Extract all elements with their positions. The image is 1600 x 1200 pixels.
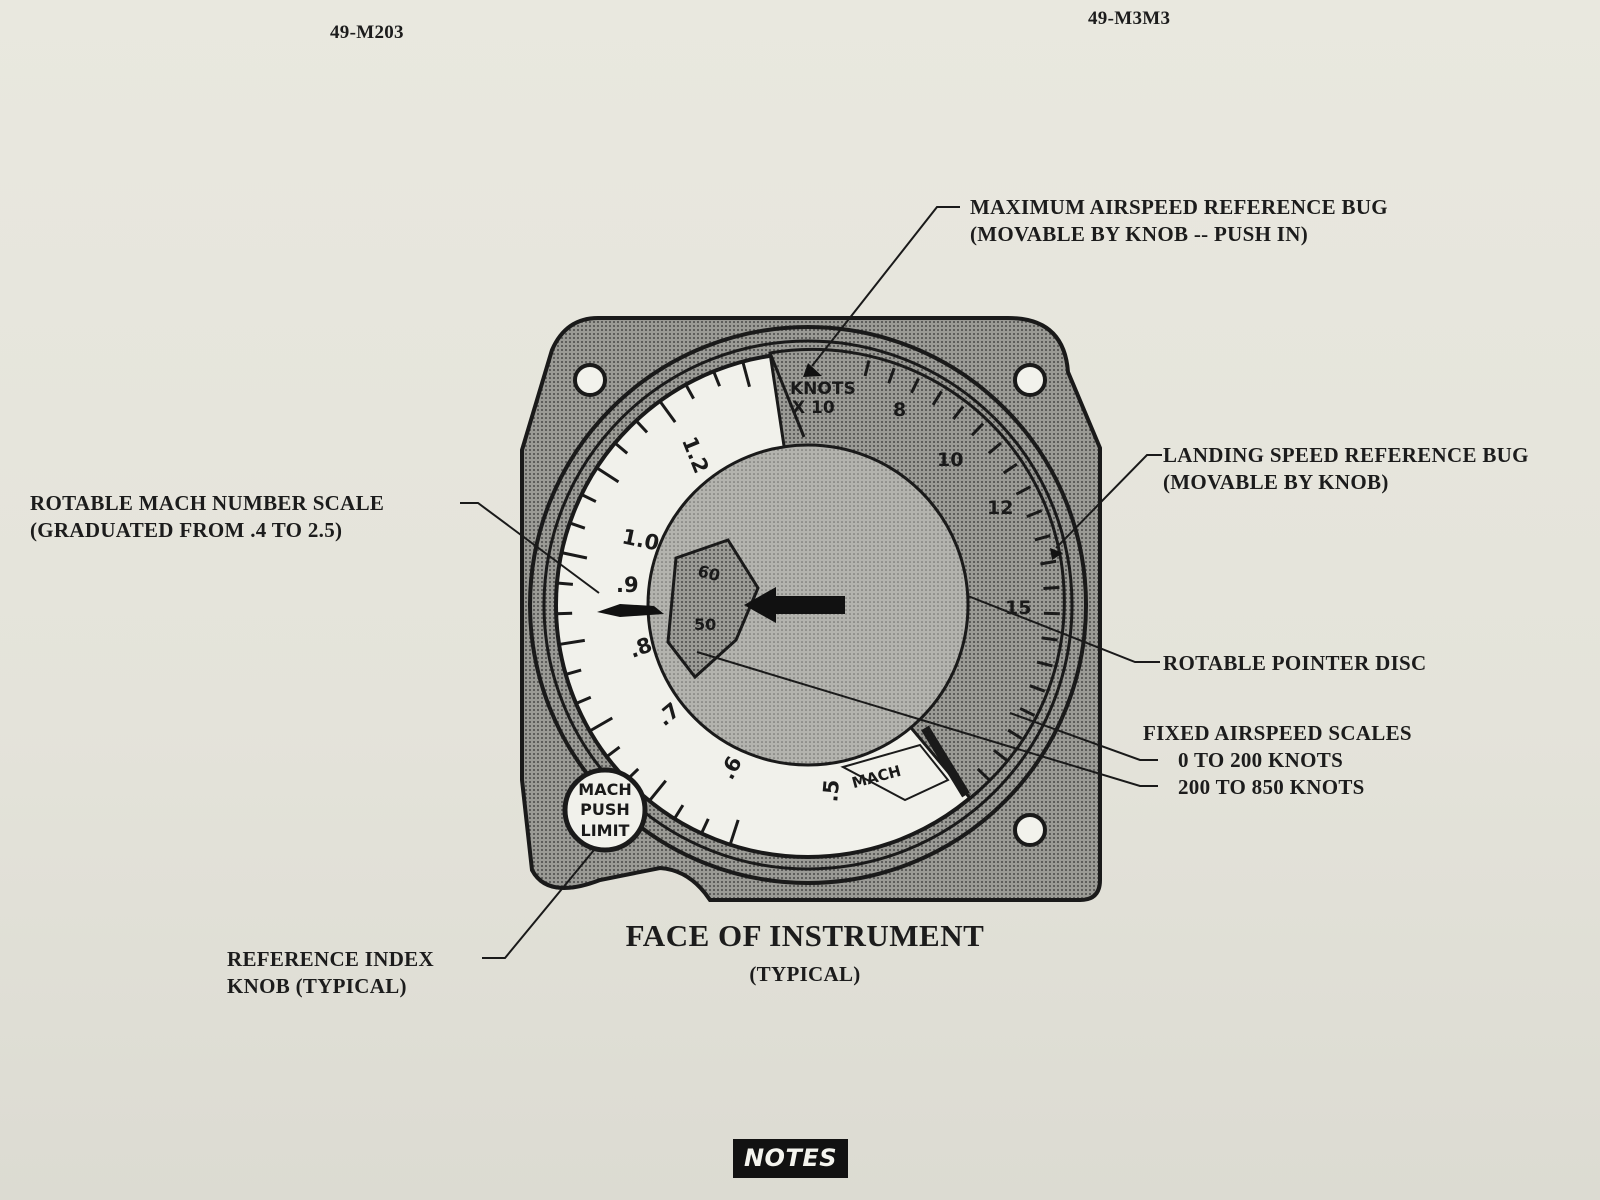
knob-label-push: PUSH: [580, 800, 630, 819]
tick-mark: [1036, 660, 1053, 668]
header-code-left: 49-M203: [330, 22, 404, 43]
callout-max-airspeed-bug-l1: MAXIMUM AIRSPEED REFERENCE BUG: [970, 195, 1388, 219]
tick-mark: [613, 441, 629, 455]
tick-mark: [952, 405, 965, 420]
figure-title: FACE OF INSTRUMENT: [625, 918, 985, 953]
tick-mark: [1041, 636, 1058, 642]
tick-mark: [589, 716, 614, 733]
tick-mark: [635, 419, 649, 434]
callout-pointer-disc: ROTABLE POINTER DISC: [1163, 651, 1427, 675]
tick-mark: [575, 695, 592, 705]
dial-tick-marks: [556, 360, 1060, 846]
tick-mark: [863, 360, 871, 377]
mach-num-0-9: .9: [616, 573, 639, 597]
tick-mark: [987, 441, 1003, 455]
mounting-hole-tl: [573, 363, 607, 397]
figure-subtitle: (TYPICAL): [749, 962, 861, 986]
callout-fixed-scales-title: FIXED AIRSPEED SCALES: [1143, 721, 1412, 745]
tick-mark: [569, 521, 586, 530]
mounting-hole-tr: [1013, 363, 1047, 397]
tick-mark: [970, 422, 985, 437]
callout-max-airspeed-bug-l2: (MOVABLE BY KNOB -- PUSH IN): [970, 222, 1309, 246]
tick-mark: [595, 466, 620, 484]
tick-mark: [580, 493, 597, 503]
notes-label: NOTES: [733, 1139, 848, 1178]
tick-mark: [1019, 707, 1036, 717]
tick-mark: [1007, 728, 1023, 740]
tick-mark: [1034, 534, 1051, 542]
tick-mark: [993, 749, 1008, 762]
tick-mark: [561, 551, 588, 560]
callout-fixed-scales-low: 0 TO 200 KNOTS: [1178, 748, 1344, 772]
tick-mark: [910, 377, 920, 394]
callout-leader-lines: [460, 206, 1162, 959]
tick-mark: [556, 581, 574, 586]
tick-mark: [558, 638, 586, 646]
tick-mark: [931, 390, 943, 406]
tick-mark: [1029, 684, 1046, 693]
tick-mark: [728, 819, 740, 846]
tick-mark: [1040, 559, 1057, 566]
knob-label-limit: LIMIT: [581, 821, 630, 840]
tick-mark: [712, 370, 721, 387]
tick-mark: [887, 367, 896, 384]
callout-landing-bug-l1: LANDING SPEED REFERENCE BUG: [1163, 443, 1529, 467]
tick-mark: [1043, 585, 1060, 591]
callout-fixed-scales-high: 200 TO 850 KNOTS: [1178, 775, 1365, 799]
tick-mark: [1043, 611, 1060, 616]
knots-multiplier: X 10: [792, 398, 835, 418]
tick-mark: [673, 804, 685, 820]
knob-label-mach: MACH: [578, 780, 631, 799]
callout-landing-bug-l2: (MOVABLE BY KNOB): [1163, 470, 1389, 494]
tick-mark: [556, 611, 573, 616]
tick-mark: [1015, 485, 1032, 496]
header-code-right: 49-M3M3: [1088, 8, 1171, 29]
tick-mark: [700, 818, 710, 835]
knots-label: KNOTS: [790, 379, 856, 399]
outer-num-10: 10: [937, 449, 963, 471]
landing-speed-bug: [1050, 548, 1063, 560]
tick-mark: [565, 668, 582, 676]
main-pointer: [744, 587, 845, 623]
tick-mark: [1026, 509, 1043, 518]
tick-mark: [648, 779, 667, 802]
outer-num-12: 12: [987, 497, 1013, 519]
tick-mark: [976, 767, 991, 782]
callout-mach-scale-l1: ROTABLE MACH NUMBER SCALE: [30, 491, 385, 515]
tick-mark: [741, 361, 751, 388]
callout-ref-knob-l2: KNOB (TYPICAL): [227, 974, 407, 998]
tick-mark: [605, 745, 621, 758]
tick-mark: [684, 383, 695, 400]
mach-num-0-5: .5: [818, 778, 844, 803]
callout-mach-scale-l2: (GRADUATED FROM .4 TO 2.5): [30, 518, 343, 542]
max-airspeed-bug: [803, 363, 822, 377]
inner-num-50: 50: [694, 615, 716, 634]
mach-window-frame: [840, 743, 950, 802]
inner-scale-window: [666, 538, 760, 680]
outer-num-8: 8: [893, 399, 906, 421]
mach-scale-pointer: [597, 604, 664, 617]
tick-mark: [1002, 462, 1018, 475]
callout-ref-knob-l1: REFERENCE INDEX: [227, 947, 434, 971]
reference-index-knob[interactable]: [562, 767, 648, 853]
tick-mark: [658, 400, 677, 424]
mounting-hole-br: [1013, 813, 1047, 847]
